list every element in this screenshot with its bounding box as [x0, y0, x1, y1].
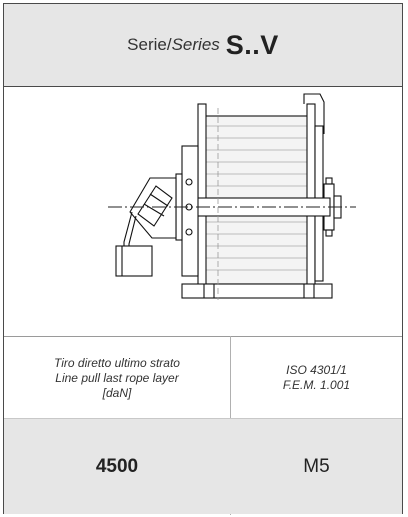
line-pull-value: 4500 — [95, 455, 139, 477]
winch-drum-icon — [108, 93, 356, 300]
series-code: S..V — [225, 29, 279, 60]
labels-row: Tiro diretto ultimo strato Line pull las… — [4, 336, 402, 419]
class-value: M5 — [303, 455, 330, 477]
series-label-it: Serie/ — [127, 35, 172, 54]
series-label-en: Series — [171, 35, 220, 54]
values-row: 4500 M5 — [4, 418, 402, 514]
fem-standard: F.E.M. 1.001 — [282, 378, 351, 392]
series-header: Serie/ Series S..V — [4, 4, 402, 87]
iso-standard: ISO 4301/1 — [286, 363, 347, 377]
line-pull-label-en: Line pull last rope layer — [55, 370, 179, 385]
line-pull-unit: [daN] — [102, 385, 132, 400]
line-pull-label-it: Tiro diretto ultimo strato — [54, 355, 180, 370]
line-pull-label: Tiro diretto ultimo strato Line pull las… — [4, 337, 230, 419]
spec-card: Serie/ Series S..V — [3, 3, 403, 515]
standard-label: ISO 4301/1 F.E.M. 1.001 — [231, 337, 402, 419]
winch-drum-drawing — [4, 86, 402, 336]
